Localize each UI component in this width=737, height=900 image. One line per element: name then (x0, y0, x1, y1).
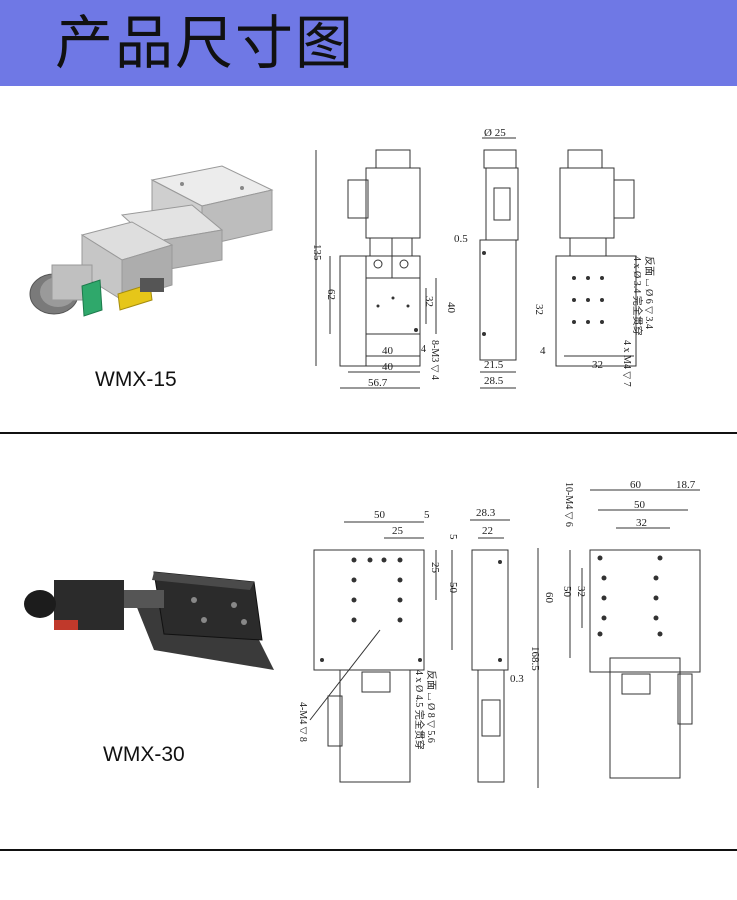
wmx-15-back-view: 32 4 32 4 x Ø 3.4 完全贯穿 反面 ⌴ Ø 6 ▽ 3.4 4 … (530, 128, 660, 418)
dim-label: 8-M3 ▽ 4 (429, 340, 440, 380)
dim-label: 168.5 (530, 646, 541, 671)
dim-label: 50 (447, 582, 459, 594)
dim-label: 62 (325, 289, 337, 300)
wmx-15-product-photo (22, 160, 282, 330)
dim-label: 32 (423, 296, 435, 307)
dim-label: 50 (634, 499, 646, 511)
dim-label: 4-M4 ▽ 8 (300, 702, 308, 742)
dim-label: 32 (575, 586, 587, 597)
wmx-30-product-photo (14, 560, 284, 680)
dim-label: 18.7 (676, 479, 696, 491)
dim-label: 21.5 (484, 359, 504, 371)
dim-label: 50 (561, 586, 573, 598)
dim-label: 0.5 (454, 233, 468, 245)
dim-label: 4 (421, 344, 426, 355)
dim-label: 50 (374, 509, 386, 521)
dim-label: 60 (630, 479, 642, 491)
wmx-30-side-view: 28.3 22 0.3 (460, 500, 540, 800)
dim-label: 反面 ⌴ Ø 6 ▽ 3.4 (643, 256, 655, 329)
wmx-15-side-view: Ø 25 0.5 21.5 28.5 (450, 127, 530, 418)
model-label: WMX-30 (103, 743, 185, 766)
dim-label: 32 (636, 517, 647, 529)
dim-label: 4 x Ø 4.5 完全贯穿 (413, 670, 426, 750)
dim-label: 10-M4 ▽ 6 (563, 482, 574, 527)
dim-label: 40 (382, 361, 394, 373)
wmx-15-front-view: 135 62 32 40 40 40 56.7 8-M3 ▽ 4 4 (308, 128, 468, 418)
dim-label: 22 (482, 525, 493, 537)
dim-label: 25 (429, 562, 441, 574)
wmx-30-back-view: 60 18.7 50 32 10-M4 ▽ 6 60 50 32 168.5 (529, 478, 710, 800)
dim-label: 40 (382, 345, 394, 357)
dim-label: 56.7 (368, 377, 388, 389)
section-divider (0, 849, 737, 851)
dim-label: 5 (424, 509, 430, 521)
section-divider (0, 432, 737, 434)
dim-label: 5 (447, 534, 459, 540)
dim-label: 4 x Ø 3.4 完全贯穿 (631, 256, 644, 336)
dim-label: 反面 ⌴ Ø 8 ▽ 5.6 (425, 670, 437, 743)
dim-label: 32 (592, 359, 603, 371)
dim-label: 135 (311, 244, 323, 261)
dim-label: 25 (392, 525, 404, 537)
dim-label: 60 (543, 592, 555, 604)
dim-label: 4 x M4 ▽ 7 (621, 340, 632, 387)
dim-label: Ø 25 (484, 128, 506, 139)
dim-label: 4 (540, 345, 546, 357)
model-label: WMX-15 (95, 368, 177, 391)
dim-label: 40 (445, 302, 457, 314)
wmx-30-front-view: 50 25 5 5 25 50 4-M4 ▽ 8 4 x Ø 4.5 完全贯穿 … (297, 500, 470, 800)
dim-label: 28.3 (476, 507, 496, 519)
dim-label: 32 (533, 304, 545, 315)
page-header: 产品尺寸图 (0, 0, 737, 86)
page-title: 产品尺寸图 (55, 9, 356, 77)
dim-label: 28.5 (484, 375, 504, 387)
dim-label: 0.3 (510, 673, 524, 685)
